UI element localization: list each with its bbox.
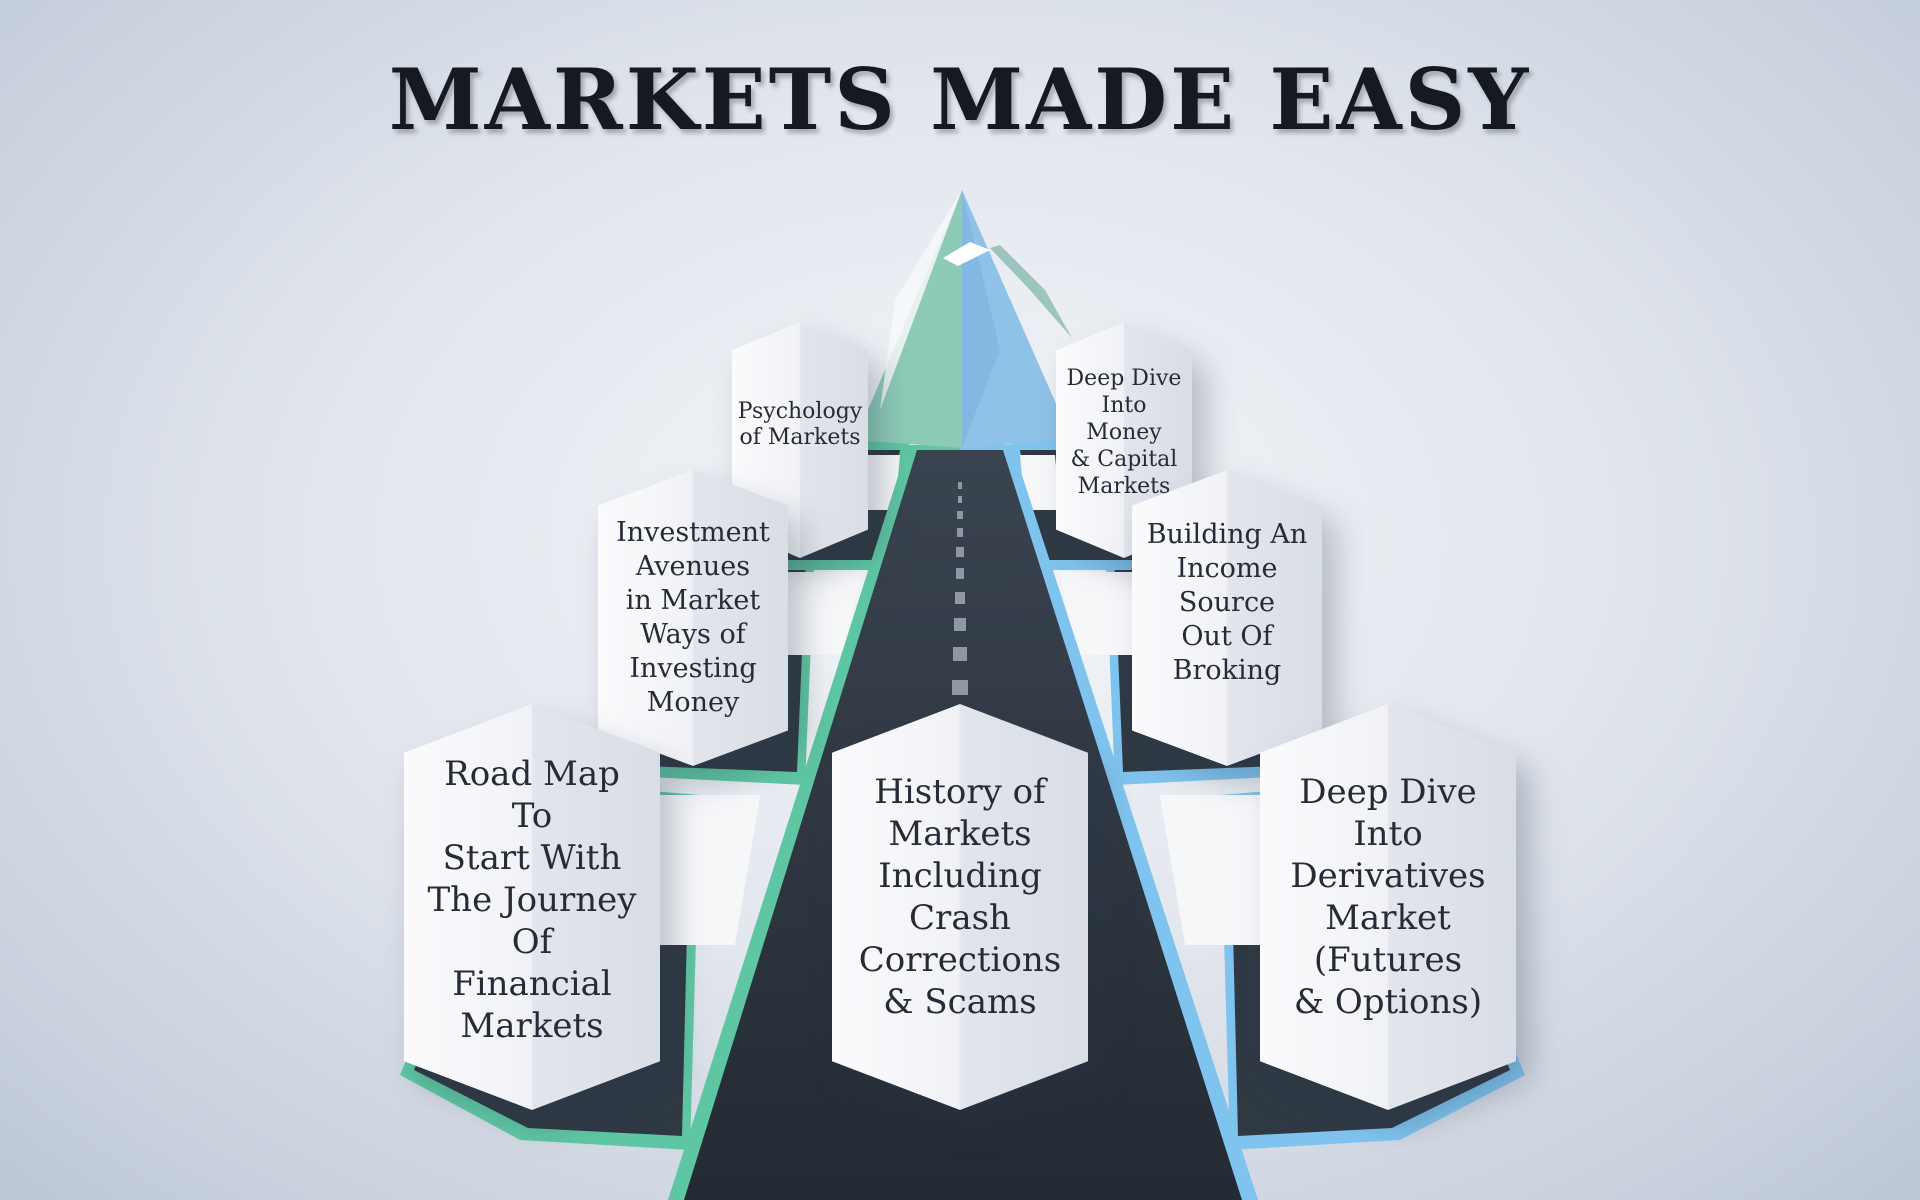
topic-label-investment-avenues: Investment Avenues in Market Ways of Inv… [616,517,770,718]
topic-label-income-source: Building An Income Source Out Of Broking [1146,519,1308,686]
peak-pyramid [855,190,1072,448]
topic-hex-investment-avenues: Investment Avenues in Market Ways of Inv… [598,470,788,766]
topic-label-derivatives: Deep Dive Into Derivatives Market (Futur… [1290,772,1486,1022]
page-title: MARKETS MADE EASY [388,50,1532,149]
topic-label-psychology: Psychology of Markets [737,399,863,450]
topic-hex-income-source: Building An Income Source Out Of Broking [1132,470,1322,766]
topic-hex-history: History of Markets Including Crash Corre… [832,704,1088,1110]
topic-label-road-map: Road Map To Start With The Journey Of Fi… [427,754,637,1046]
topic-label-money-capital: Deep Dive Into Money & Capital Markets [1066,365,1182,499]
topic-hex-road-map: Road Map To Start With The Journey Of Fi… [404,704,660,1110]
topic-label-history: History of Markets Including Crash Corre… [858,772,1062,1022]
topic-hex-derivatives: Deep Dive Into Derivatives Market (Futur… [1260,704,1516,1110]
